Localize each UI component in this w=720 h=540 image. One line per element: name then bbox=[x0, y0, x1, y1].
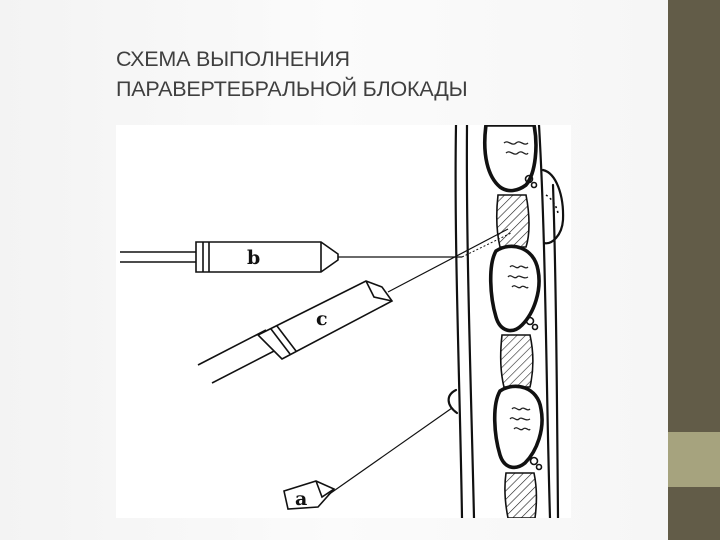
soft-tissue-bulge bbox=[541, 168, 565, 245]
intervertebral-disc bbox=[495, 194, 530, 248]
slide-title: СХЕМА ВЫПОЛНЕНИЯ ПАРАВЕРТЕБРАЛЬНОЙ БЛОКА… bbox=[116, 44, 636, 104]
needle-c-label: c bbox=[316, 308, 328, 330]
syringe-barrel-c bbox=[256, 280, 394, 360]
paravertebral-block-diagram: b c a bbox=[116, 125, 571, 518]
needle-a bbox=[283, 407, 453, 510]
right-accent-band bbox=[668, 0, 720, 432]
vertebral-body bbox=[482, 125, 538, 193]
pleura-bump bbox=[447, 388, 459, 415]
nerve-root bbox=[524, 174, 534, 184]
syringe-barrel-b bbox=[195, 241, 339, 273]
vertebral-bodies bbox=[482, 125, 544, 470]
nerve-root bbox=[535, 463, 543, 471]
needle-a-label: a bbox=[295, 488, 307, 510]
spine-outer-border-left bbox=[454, 125, 464, 518]
spine-border-far-right bbox=[551, 183, 560, 518]
spine-inner-border-left bbox=[465, 125, 476, 518]
right-accent-band-highlight bbox=[668, 432, 720, 487]
intervertebral-disc bbox=[504, 472, 538, 518]
intervertebral-disc bbox=[499, 334, 534, 388]
nerve-root bbox=[531, 323, 539, 331]
slide-title-line-2: ПАРАВЕРТЕБРАЛЬНОЙ БЛОКАДЫ bbox=[116, 77, 468, 101]
syringe-barrel-a bbox=[283, 480, 336, 510]
needle-b-label: b bbox=[247, 247, 260, 269]
nerve-root bbox=[529, 456, 539, 466]
spine-border-right bbox=[537, 125, 552, 518]
nerve-root bbox=[530, 181, 538, 189]
needle-c bbox=[197, 228, 509, 384]
needle-b bbox=[120, 232, 512, 273]
intervertebral-discs bbox=[495, 194, 538, 518]
vertebral-body bbox=[492, 384, 544, 470]
nerve-roots bbox=[524, 174, 559, 471]
spine-column bbox=[447, 125, 565, 518]
nerve-root bbox=[525, 316, 535, 326]
vertebra-marrow-details bbox=[503, 141, 531, 431]
slide-title-line-1: СХЕМА ВЫПОЛНЕНИЯ bbox=[116, 47, 350, 71]
right-accent-band-bottom bbox=[668, 487, 720, 540]
